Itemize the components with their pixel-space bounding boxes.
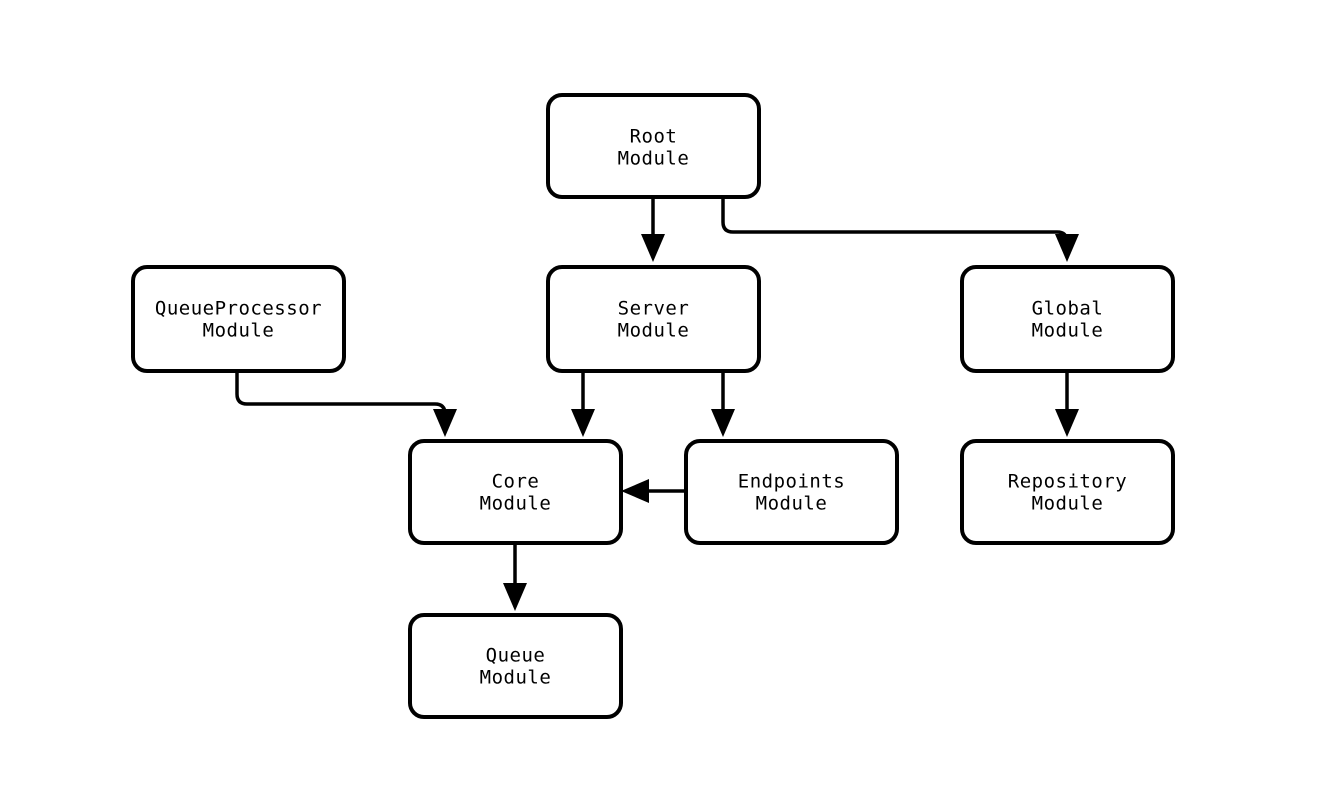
node-core[interactable]: Core Module — [408, 439, 623, 545]
node-label-line1: Global — [1032, 298, 1104, 320]
node-label-line1: Core — [492, 471, 540, 493]
node-repository[interactable]: Repository Module — [960, 439, 1175, 545]
node-box[interactable] — [960, 439, 1175, 545]
edge-root-to-server — [641, 197, 665, 262]
node-label-line2: Module — [618, 148, 690, 170]
edge-queueprocessor-to-core — [235, 371, 457, 437]
node-box[interactable] — [960, 265, 1175, 373]
node-label-line1: Repository — [1008, 471, 1127, 493]
node-box[interactable] — [131, 265, 346, 373]
node-label-line1: Queue — [486, 645, 546, 667]
node-label-line2: Module — [1032, 493, 1104, 515]
node-label-line2: Module — [480, 493, 552, 515]
node-box[interactable] — [546, 265, 761, 373]
arrowhead-icon — [1055, 409, 1079, 437]
arrowhead-icon — [571, 409, 595, 437]
node-queueprocessor[interactable]: QueueProcessor Module — [131, 265, 346, 373]
node-box[interactable] — [408, 613, 623, 719]
arrowhead-icon — [641, 234, 665, 262]
node-label-line2: Module — [618, 320, 690, 342]
node-root[interactable]: Root Module — [546, 93, 761, 199]
node-server[interactable]: Server Module — [546, 265, 761, 373]
edge-root-to-global — [721, 197, 1079, 262]
node-label-line2: Module — [203, 320, 275, 342]
arrowhead-icon — [503, 583, 527, 611]
node-label-line1: Server — [618, 298, 690, 320]
node-box[interactable] — [408, 439, 623, 545]
node-label-line1: Root — [630, 126, 678, 148]
node-label-line1: QueueProcessor — [155, 298, 322, 320]
edge-server-to-endpoints — [711, 371, 735, 437]
arrowhead-icon — [711, 409, 735, 437]
edge-global-to-repository — [1055, 371, 1079, 437]
edge-line — [235, 371, 447, 417]
node-global[interactable]: Global Module — [960, 265, 1175, 373]
edge-line — [721, 197, 1069, 244]
node-endpoints[interactable]: Endpoints Module — [684, 439, 899, 545]
arrowhead-icon — [433, 409, 457, 437]
arrowhead-icon — [621, 479, 649, 503]
node-label-line2: Module — [1032, 320, 1104, 342]
edge-core-to-queue — [503, 543, 527, 611]
node-queue[interactable]: Queue Module — [408, 613, 623, 719]
edge-server-to-core — [571, 371, 595, 437]
node-box[interactable] — [684, 439, 899, 545]
node-label-line2: Module — [756, 493, 828, 515]
arrowhead-icon — [1055, 234, 1079, 262]
node-box[interactable] — [546, 93, 761, 199]
node-label-line1: Endpoints — [738, 471, 845, 493]
edge-endpoints-to-core — [621, 479, 686, 503]
node-label-line2: Module — [480, 667, 552, 689]
